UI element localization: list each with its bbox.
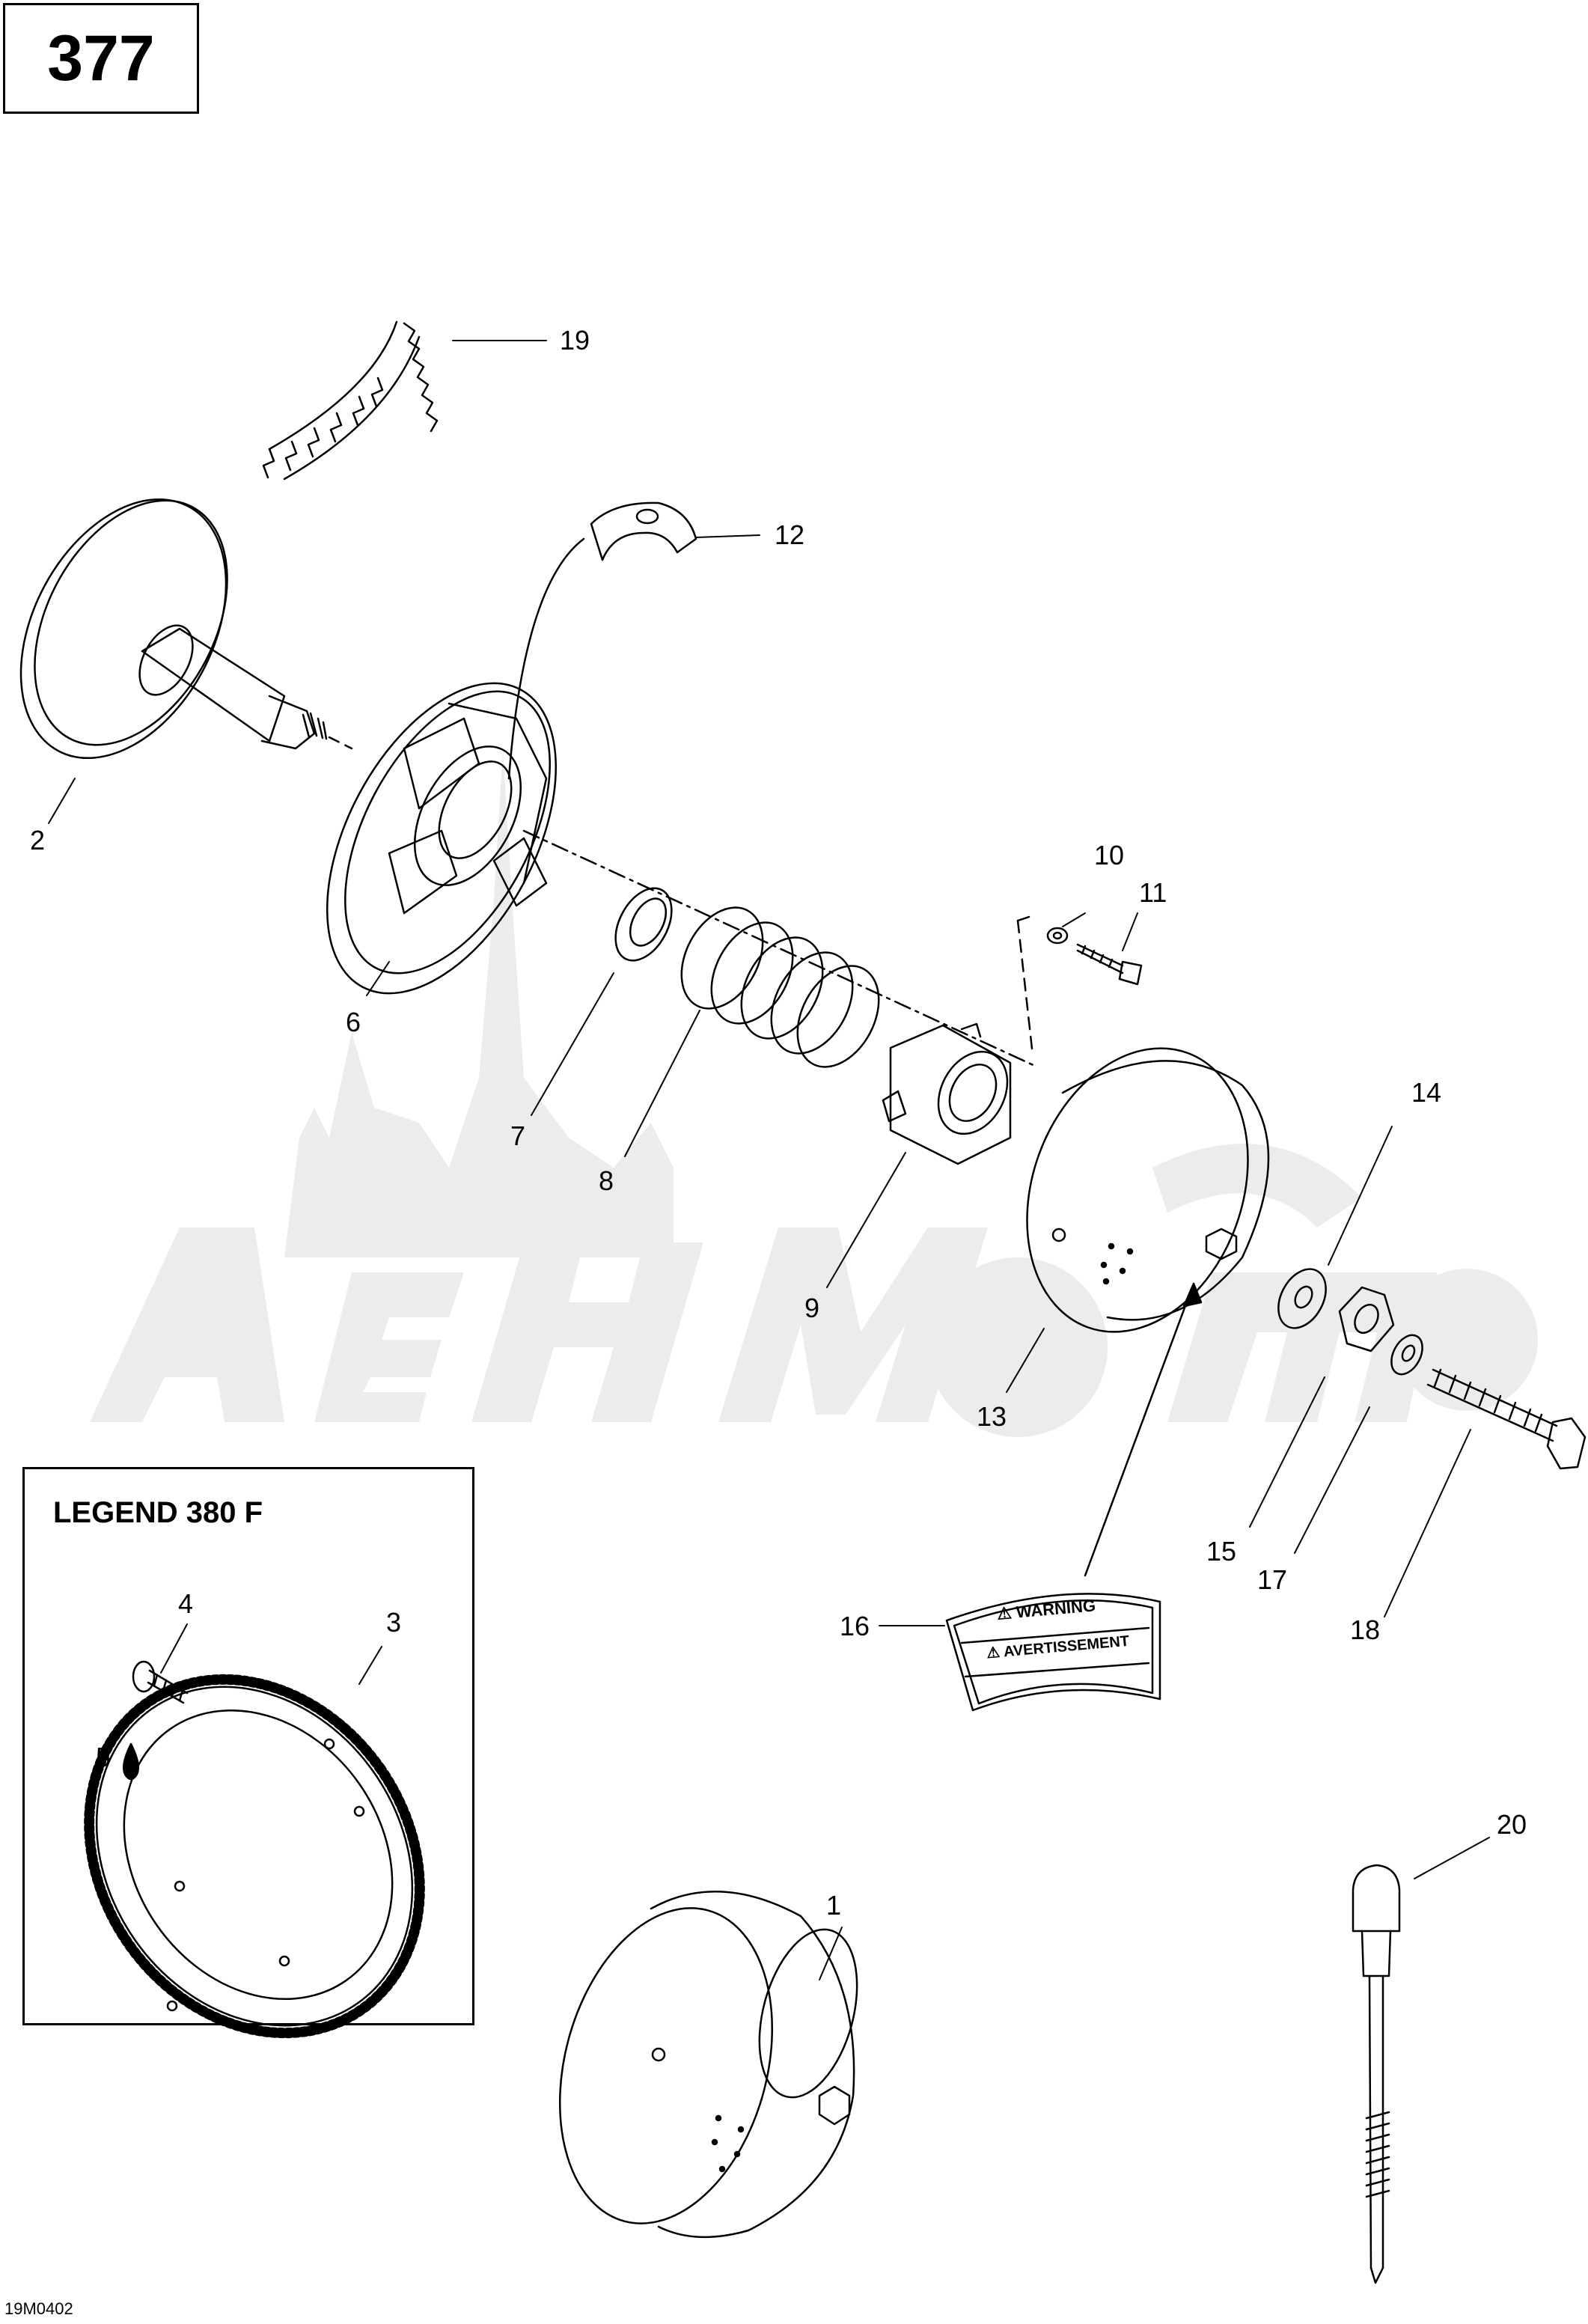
- movable-sheave: [280, 646, 603, 1031]
- ring-gear: [22, 1615, 488, 2098]
- nut-15: [1340, 1287, 1393, 1351]
- callout-6: 6: [346, 1007, 361, 1037]
- callout-4: 4: [178, 1588, 194, 1619]
- washer-14: [1269, 1261, 1336, 1336]
- callout-16: 16: [840, 1611, 870, 1641]
- callout-18: 18: [1350, 1614, 1381, 1645]
- screw-11: [1078, 945, 1141, 984]
- callout-1: 1: [826, 1890, 842, 1921]
- drive-pulley-assembly: [527, 1884, 874, 2247]
- spider-cam: [883, 1024, 1021, 1164]
- callout-12: 12: [775, 519, 805, 550]
- callout-11: 11: [1139, 877, 1167, 908]
- callout-14: 14: [1411, 1077, 1442, 1108]
- image-code: 19M0402: [4, 2299, 73, 2318]
- callout-10: 10: [1094, 840, 1125, 870]
- washer-17: [1385, 1330, 1429, 1379]
- callout-7: 7: [510, 1120, 526, 1151]
- callout-9: 9: [804, 1293, 820, 1323]
- washer-10: [1048, 928, 1067, 943]
- callout-13: 13: [977, 1401, 1007, 1432]
- callout-2: 2: [30, 825, 46, 856]
- warning-decal: [947, 1593, 1160, 1710]
- bolt-18: [1428, 1370, 1585, 1468]
- fixed-sheave: [0, 464, 352, 793]
- slider-shoe: [509, 503, 696, 778]
- leader-lines: [49, 341, 1489, 1980]
- page-number: 377: [3, 3, 199, 114]
- callout-8: 8: [599, 1165, 614, 1196]
- watermark-logo: [90, 748, 1538, 1437]
- callout-3: 3: [386, 1607, 402, 1638]
- spring-seat: [604, 879, 682, 970]
- callout-19: 19: [560, 325, 590, 356]
- drive-belt: [263, 322, 437, 479]
- callout-20: 20: [1497, 1809, 1527, 1840]
- screw-4: [133, 1662, 187, 1703]
- puller-bolt: [1353, 1865, 1399, 2283]
- inset-title: LEGEND 380 F: [53, 1496, 263, 1529]
- threadlocker-drop-icon: [123, 1744, 138, 1779]
- callout-17: 17: [1257, 1564, 1288, 1595]
- decal-pointer-arrow: [1085, 1284, 1201, 1576]
- callout-5: 5: [96, 1742, 112, 1772]
- legend-380f-inset: LEGEND 380 F: [22, 1467, 474, 2025]
- callout-15: 15: [1206, 1536, 1237, 1567]
- compression-spring: [665, 894, 895, 1081]
